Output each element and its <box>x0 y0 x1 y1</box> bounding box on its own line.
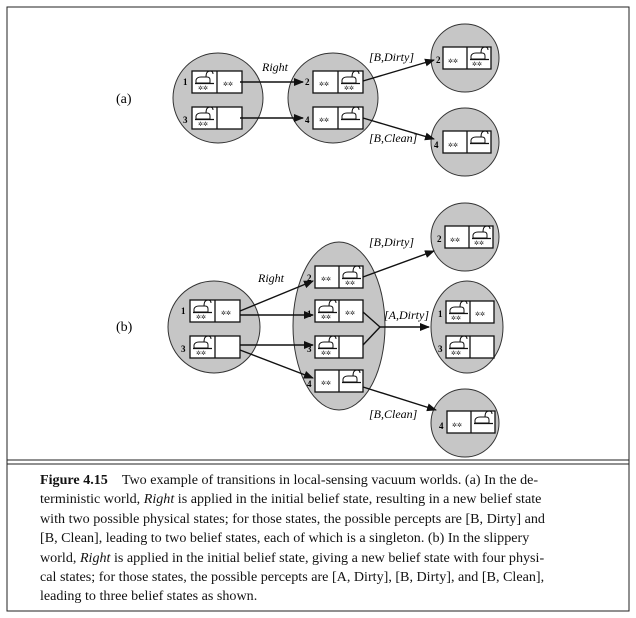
panel-a-middle-state-2: 2 <box>305 70 364 94</box>
caption-line-7: leading to three belief states as shown. <box>40 588 258 605</box>
panel-b-result-belief-state-4: 4 <box>430 388 500 458</box>
panel-a-initial-state-3: 3 <box>183 106 243 130</box>
panel-a-right-label: Right <box>261 60 289 74</box>
panel-b-initial-state-1: 1 <box>181 299 241 323</box>
panel-a-middle-state-4: 4 <box>305 106 364 130</box>
svg-text:4: 4 <box>305 115 310 125</box>
panel-b-middle-state-2: 2 <box>307 265 364 289</box>
panel-b-middle-state-4: 4 <box>307 369 364 393</box>
panel-b-result-state-3: 3 <box>438 335 495 359</box>
panel-b-result-belief-state-1-3: 1 3 <box>430 280 504 374</box>
svg-text:1: 1 <box>183 77 188 87</box>
panel-a-result-belief-state-4: 4 <box>430 107 500 177</box>
panel-b-label: (b) <box>116 320 133 335</box>
panel-b-right-label: Right <box>257 271 285 285</box>
panel-b-initial-belief-state: 1 3 <box>167 280 261 374</box>
panel-b-middle-belief-state: 2 1 3 4 <box>292 241 386 411</box>
caption-line-6: cal states; for those states, the possib… <box>40 569 545 586</box>
svg-text:4: 4 <box>434 140 439 150</box>
panel-a-percept-dirty: [B,Dirty] <box>369 50 414 64</box>
panel-b-result-state-1: 1 <box>438 300 495 324</box>
svg-text:2: 2 <box>307 273 312 283</box>
panel-a-result-belief-state-2: 2 <box>430 23 500 93</box>
svg-text:3: 3 <box>438 344 443 354</box>
svg-text:2: 2 <box>436 55 441 65</box>
svg-text:1: 1 <box>181 306 186 316</box>
caption-line-4: [B, Clean], leading to two belief states… <box>40 530 530 547</box>
panel-a-middle-belief-state: 2 4 <box>287 52 379 144</box>
panel-a-percept-clean: [B,Clean] <box>369 131 418 145</box>
caption-line-5: world, Right is applied in the initial b… <box>40 549 545 566</box>
svg-text:1: 1 <box>307 309 312 319</box>
panel-a-initial-belief-state: 1 3 <box>172 52 264 144</box>
svg-text:1: 1 <box>438 309 443 319</box>
svg-text:2: 2 <box>437 234 442 244</box>
svg-text:3: 3 <box>181 344 186 354</box>
caption-line-3: with two possible physical states; for t… <box>40 510 545 527</box>
panel-b-percept-b-clean: [B,Clean] <box>369 407 418 421</box>
panel-a-initial-state-1: 1 <box>183 70 243 94</box>
svg-text:2: 2 <box>305 77 310 87</box>
panel-b-result-belief-state-2: 2 <box>430 202 500 272</box>
svg-text:4: 4 <box>439 421 444 431</box>
caption-line-2: terministic world, Right is applied in t… <box>40 491 542 508</box>
panel-a-arrows <box>240 58 435 141</box>
svg-text:4: 4 <box>307 379 312 389</box>
panel-a-label: (a) <box>116 92 132 107</box>
panel-b-percept-b-dirty: [B,Dirty] <box>369 235 414 249</box>
panel-b-middle-state-1: 1 <box>307 299 364 323</box>
panel-b-initial-state-3: 3 <box>181 335 241 359</box>
outer-frame <box>6 6 630 612</box>
svg-text:3: 3 <box>183 115 188 125</box>
figure-number: Figure 4.15 <box>40 472 108 488</box>
panel-b-middle-state-3: 3 <box>307 335 364 359</box>
svg-text:3: 3 <box>307 344 312 354</box>
panel-b-percept-a-dirty: [A,Dirty] <box>384 308 429 322</box>
panel-b-arrows <box>239 250 437 412</box>
